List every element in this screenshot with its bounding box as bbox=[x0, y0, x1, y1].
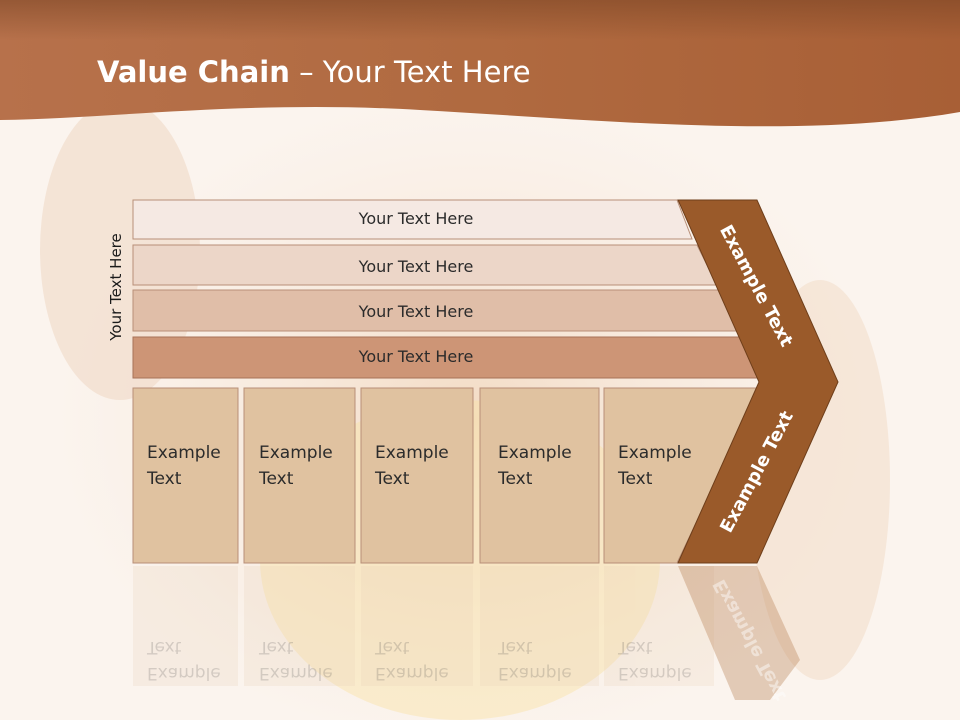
primary-box-2 bbox=[243, 387, 356, 564]
support-bar-label-4: Your Text Here bbox=[358, 347, 474, 366]
support-bar-label-1: Your Text Here bbox=[358, 209, 474, 228]
support-bar-label-3: Your Text Here bbox=[358, 302, 474, 321]
support-bar-1 bbox=[132, 199, 693, 240]
primary-box-1 bbox=[132, 387, 239, 564]
page-title: Value Chain – Your Text Here bbox=[97, 55, 531, 89]
margin-chevron bbox=[677, 199, 839, 564]
primary-box-4 bbox=[479, 387, 600, 564]
support-bar-label-2: Your Text Here bbox=[358, 257, 474, 276]
primary-box-5 bbox=[603, 387, 761, 564]
primary-box-3 bbox=[360, 387, 474, 564]
